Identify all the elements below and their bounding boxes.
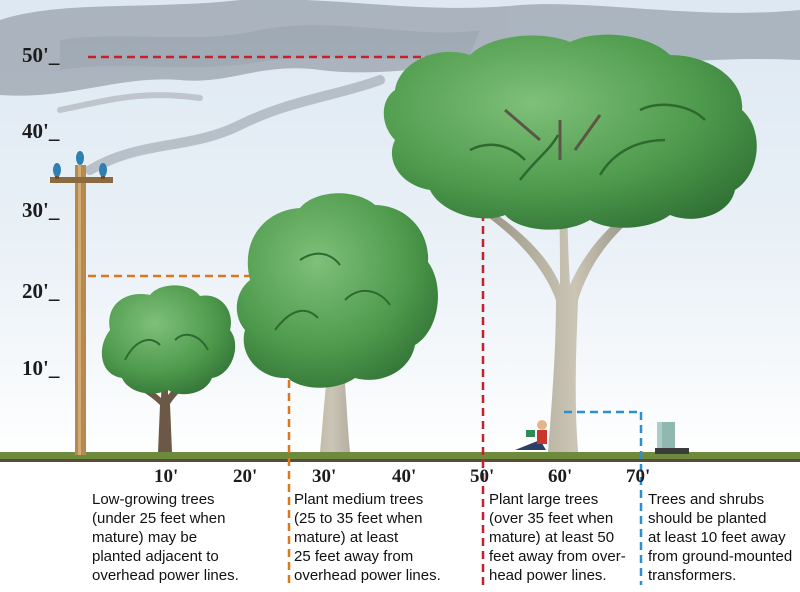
reading-person-icon [515, 420, 547, 450]
x-label-10: 10' [154, 466, 178, 487]
x-axis: 10' 20' 30' 40' 50' 60' 70' [154, 466, 650, 487]
ground-grass [0, 452, 800, 460]
medium-guide-lines [88, 274, 291, 585]
y-label-30: 30'_ [22, 198, 60, 222]
transformer-guide-lines [564, 410, 643, 585]
x-label-50: 50' [470, 466, 494, 487]
utility-pole-icon [50, 151, 113, 455]
medium-tree [236, 193, 438, 452]
cloud-icon [0, 0, 800, 175]
y-axis: 50'_ 40'_ 30'_ 20'_ 10'_ [22, 43, 60, 380]
x-label-70: 70' [626, 466, 650, 487]
large-tree [383, 34, 757, 452]
transformer-icon [655, 422, 689, 454]
y-label-50: 50'_ [22, 43, 60, 67]
ground-soil [0, 459, 800, 462]
caption-low-growing: Low-growing trees (under 25 feet when ma… [92, 491, 239, 584]
x-label-20: 20' [233, 466, 257, 487]
caption-medium: Plant medium trees (25 to 35 feet when m… [294, 491, 441, 584]
y-label-40: 40'_ [22, 119, 60, 143]
y-label-20: 20'_ [22, 279, 60, 303]
y-label-10: 10'_ [22, 356, 60, 380]
caption-transformer: Trees and shrubs should be planted at le… [648, 491, 793, 584]
x-label-40: 40' [392, 466, 416, 487]
caption-large: Plant large trees (over 35 feet when mat… [489, 491, 626, 584]
low-growing-tree [101, 285, 236, 452]
x-label-60: 60' [548, 466, 572, 487]
large-guide-lines [88, 55, 485, 585]
x-label-30: 30' [312, 466, 336, 487]
